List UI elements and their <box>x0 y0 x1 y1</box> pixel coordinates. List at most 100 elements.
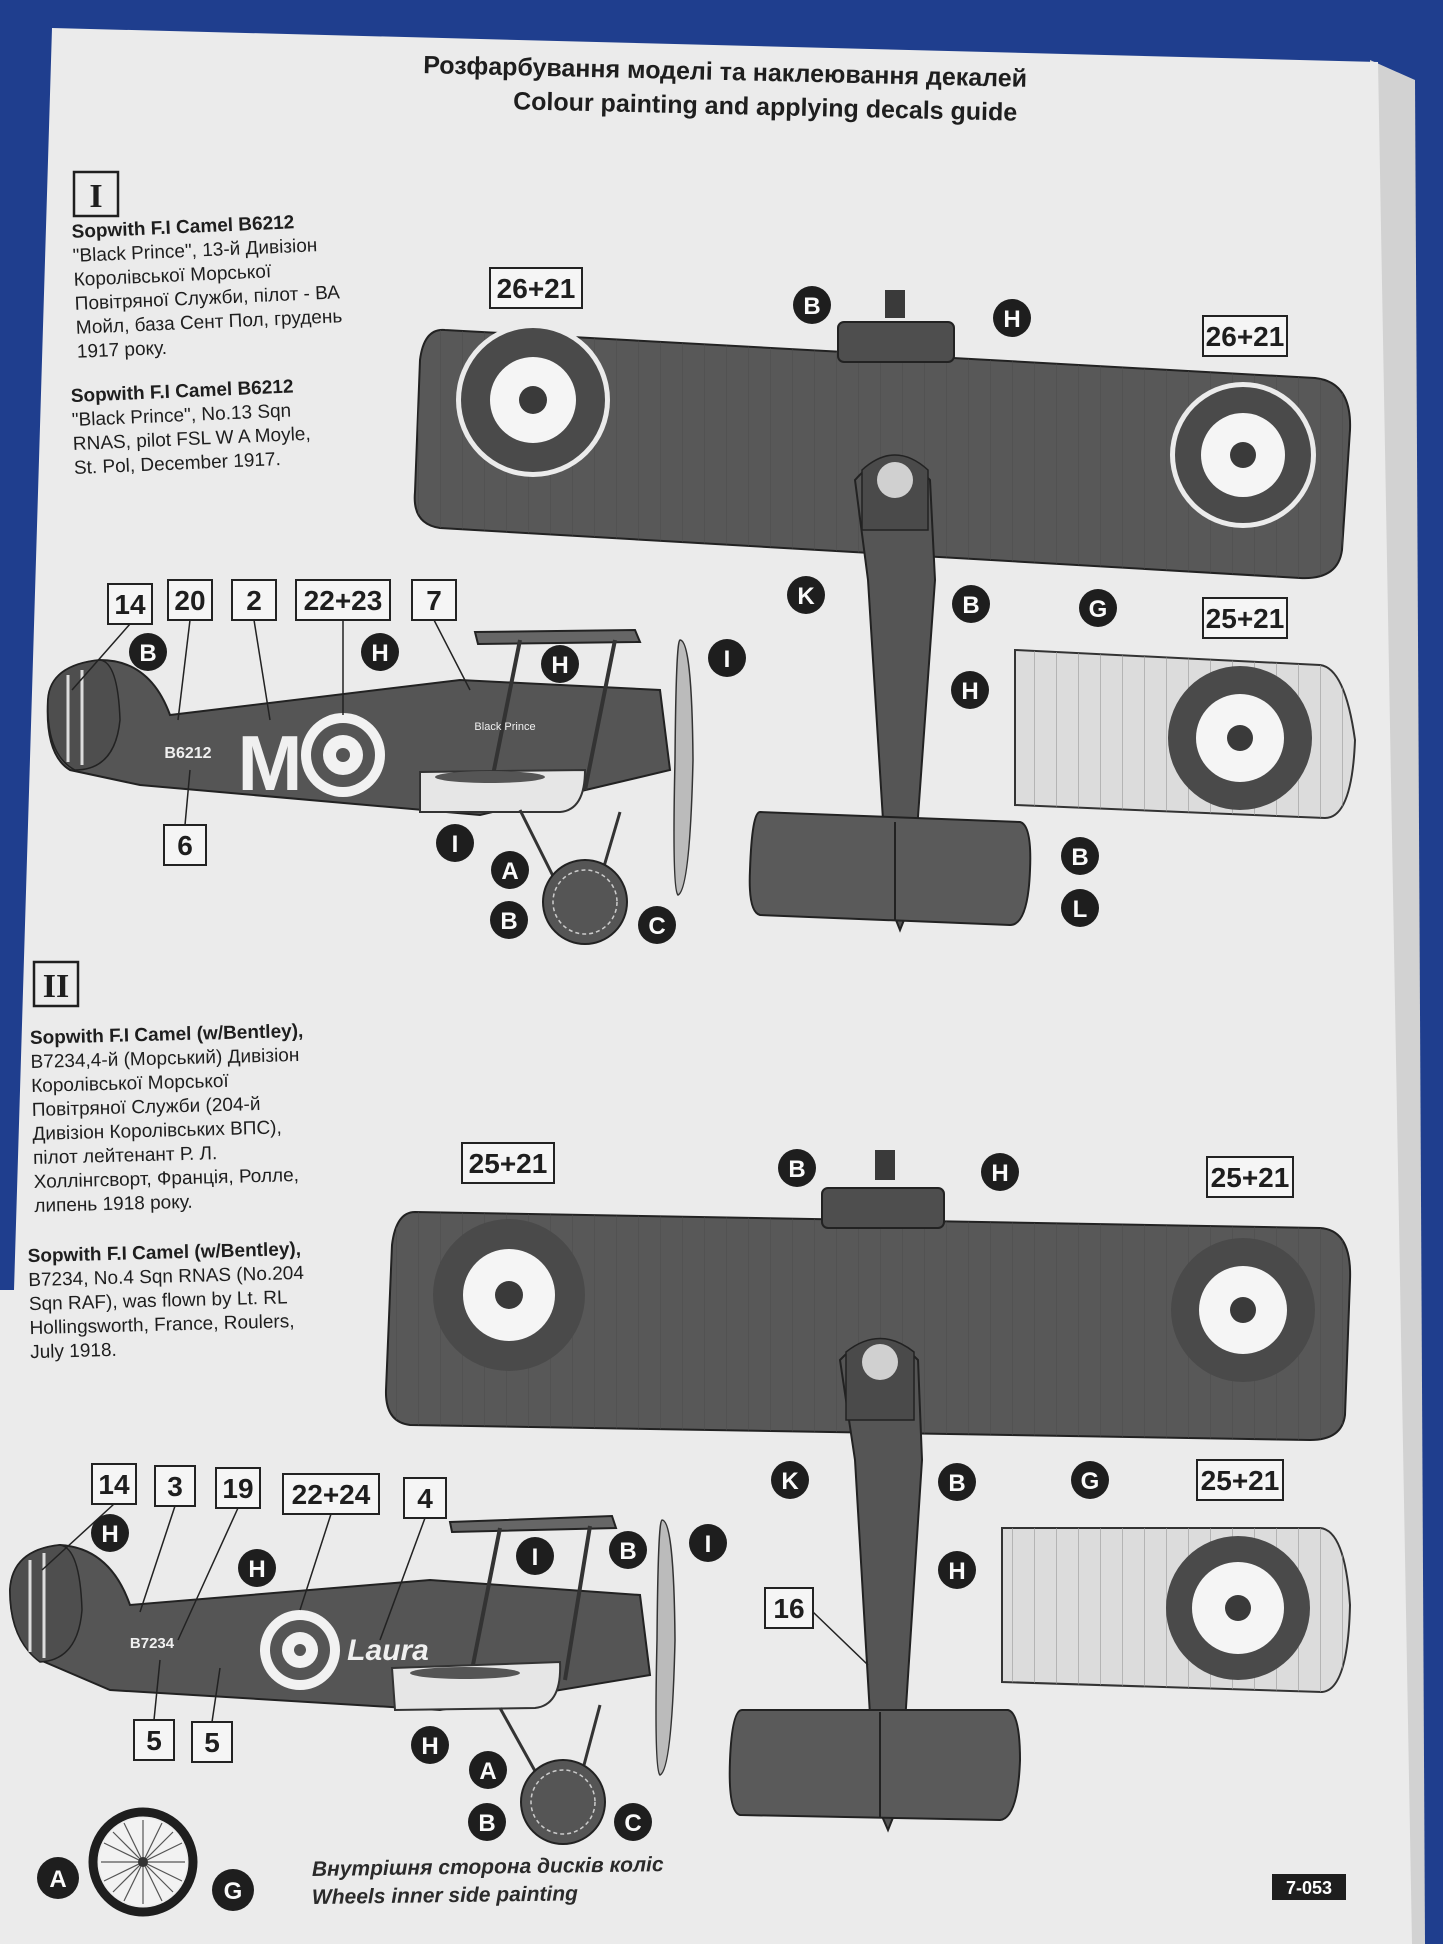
paint-badge: H <box>951 671 989 709</box>
leader-line <box>139 1505 176 1613</box>
decal-callout: 16 <box>764 1587 814 1629</box>
decal-number: 26+21 <box>1206 321 1285 352</box>
decal-callout: 14 <box>107 583 153 625</box>
decal-callout: 25+21 <box>1196 1459 1284 1501</box>
paint-letter: I <box>705 1531 712 1558</box>
desc-line: Королівської Морської <box>31 1071 230 1097</box>
paint-badge: B <box>952 585 990 623</box>
paint-badge: H <box>91 1514 129 1552</box>
paint-letter: B <box>139 640 156 667</box>
decal-number: 22+23 <box>304 585 383 616</box>
leader-line <box>433 619 471 691</box>
wheel-disc <box>530 1769 596 1835</box>
paint-letter: A <box>501 858 518 885</box>
paint-letter: H <box>551 652 568 679</box>
aircraft-name: Black Prince <box>474 721 535 733</box>
paint-letter: H <box>248 1556 265 1583</box>
paint-letter: B <box>1071 844 1088 871</box>
wheel <box>520 1759 606 1845</box>
page-code-badge <box>1272 1874 1346 1900</box>
decal-callout: 20 <box>167 579 213 621</box>
paint-letter: B <box>803 293 820 320</box>
paint-letter: I <box>532 1544 539 1571</box>
decal-number: 22+24 <box>292 1479 371 1510</box>
paint-badge: B <box>793 286 831 324</box>
decal-number: 16 <box>773 1593 804 1624</box>
wheel-note-ukrainian: Внутрішня сторона дисків коліс <box>312 1853 664 1881</box>
leader-line <box>253 619 271 721</box>
wheel-note-english: Wheels inner side painting <box>312 1882 579 1909</box>
paint-letter: H <box>371 640 388 667</box>
paint-badge: I <box>708 639 746 677</box>
decal-callout: 6 <box>163 824 207 866</box>
paint-badge: H <box>993 299 1031 337</box>
decal-callout: 14 <box>91 1463 137 1505</box>
roundel-side-lower <box>435 771 545 783</box>
undercarriage <box>518 809 557 881</box>
paint-badge: G <box>1079 589 1117 627</box>
leader-line <box>177 619 191 721</box>
paint-badge: H <box>238 1549 276 1587</box>
desc-line: 1917 року. <box>76 338 167 363</box>
leader-line <box>41 1503 115 1571</box>
desc-line: July 1918. <box>30 1340 117 1363</box>
roundel-side-lower <box>410 1667 520 1679</box>
wheel-diagram-hub <box>138 1857 148 1867</box>
decal-number: 25+21 <box>1211 1162 1290 1193</box>
fuselage-roundel-centre <box>294 1644 306 1656</box>
decal-callout: 19 <box>215 1467 261 1509</box>
decal-callout: 5 <box>133 1719 175 1761</box>
propeller <box>655 1519 676 1776</box>
decal-callout: 22+23 <box>295 579 391 621</box>
strut <box>468 1527 502 1681</box>
wing-ribs <box>385 1212 1351 1440</box>
scheme-2-side-view: Laura B7234 <box>8 1514 676 1845</box>
serial: B7234 <box>130 1635 175 1652</box>
decal-number: 25+21 <box>1206 603 1285 634</box>
scheme-1-paint-callouts: B H H I I A B C B H K B H G B L <box>129 286 1117 944</box>
gun-sight <box>885 290 905 318</box>
decal-callout: 25+21 <box>461 1142 555 1184</box>
paint-letter: B <box>478 1810 495 1837</box>
paint-badge: K <box>787 576 825 614</box>
scheme-1-numeral-box <box>72 170 120 218</box>
decal-callout: 3 <box>154 1465 196 1507</box>
paint-letter: G <box>224 1878 243 1905</box>
decal-number: 19 <box>222 1473 253 1504</box>
paint-letter: A <box>49 1866 66 1893</box>
decal-number: 14 <box>114 589 146 620</box>
decal-number: 2 <box>246 585 262 616</box>
paint-badge: A <box>469 1751 507 1789</box>
aircraft-name: Laura <box>347 1634 429 1667</box>
paint-badge: B <box>490 901 528 939</box>
desc-line: пілот лейтенант Р. Л. <box>33 1143 218 1169</box>
paint-badge: I <box>516 1537 554 1575</box>
roundel-centre <box>519 386 547 414</box>
leader-line <box>379 1517 426 1641</box>
paint-badge: B <box>938 1463 976 1501</box>
propeller <box>673 639 694 896</box>
upper-wing-side <box>473 628 642 646</box>
decal-callout: 7 <box>411 579 457 621</box>
desc-line: липень 1918 року. <box>34 1192 193 1217</box>
decal-number: 5 <box>204 1727 220 1758</box>
roundel-centre <box>1230 1297 1256 1323</box>
gun-sight <box>875 1150 895 1180</box>
paint-letter: H <box>101 1521 118 1548</box>
decal-number: 7 <box>426 585 442 616</box>
tailplane <box>728 1709 1022 1822</box>
paint-letter: G <box>1081 1468 1100 1495</box>
wheel-inner-side-note: A G Внутрішня сторона дисків коліс Wheel… <box>37 1807 664 1917</box>
roundel-centre <box>1227 725 1253 751</box>
cockpit <box>862 1344 898 1380</box>
decal-number: 6 <box>177 830 193 861</box>
serial: B6212 <box>164 745 211 762</box>
scheme-2-paint-callouts: H H I B I H A B C B H K B H G <box>91 1149 1109 1841</box>
decal-number: 20 <box>174 585 205 616</box>
paint-letter: K <box>781 1468 799 1495</box>
scheme-2-decal-callouts: 25+21 25+21 16 25+21 14 3 19 22+24 4 5 5 <box>41 1142 1294 1763</box>
paint-letter: A <box>479 1758 496 1785</box>
paint-badge: H <box>981 1153 1019 1191</box>
scheme-1-side-view: M B6212 Black Prince <box>46 628 694 945</box>
center-section <box>837 321 955 363</box>
